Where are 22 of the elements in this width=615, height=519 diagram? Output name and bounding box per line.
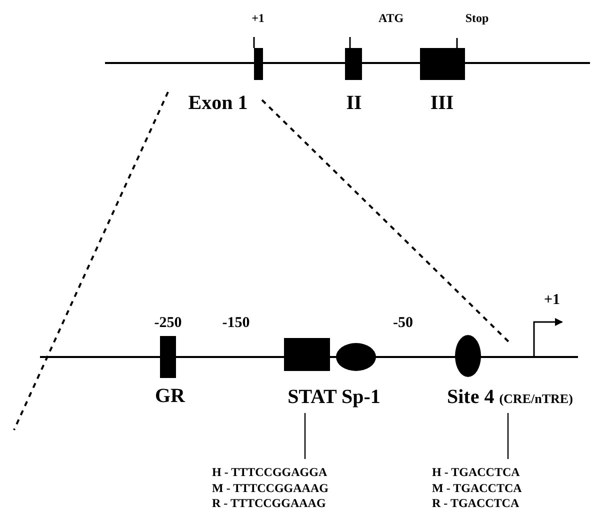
element-label: Site 4 [447,386,494,408]
exon-label: II [346,93,362,113]
sequence-text: H - TTTCCGGAGGA [212,465,328,481]
position-label: -50 [393,316,413,331]
exon-label: III [430,93,454,113]
position-label: +1 [252,12,264,24]
element-annotation: (CRE/nTRE) [499,391,573,406]
sequence-text: R - TTTCCGGAAAG [212,496,326,512]
leader-line [507,413,509,459]
codon-label: ATG [378,12,404,24]
position-label: +1 [544,293,560,308]
position-label: -250 [154,316,182,331]
position-label: -150 [222,316,250,331]
exon-label: Exon 1 [188,93,248,113]
codon-label: Stop [465,12,489,24]
sequence-text: M - TGACCTCA [432,480,522,496]
element-label: GR [155,386,185,406]
sequence-text: R - TGACCTCA [432,496,520,512]
element-label: STAT Sp-1 [288,386,380,408]
sequence-text: M - TTTCCGGAAAG [212,480,328,496]
leader-line [304,413,306,459]
sequence-text: H - TGACCTCA [432,465,520,481]
